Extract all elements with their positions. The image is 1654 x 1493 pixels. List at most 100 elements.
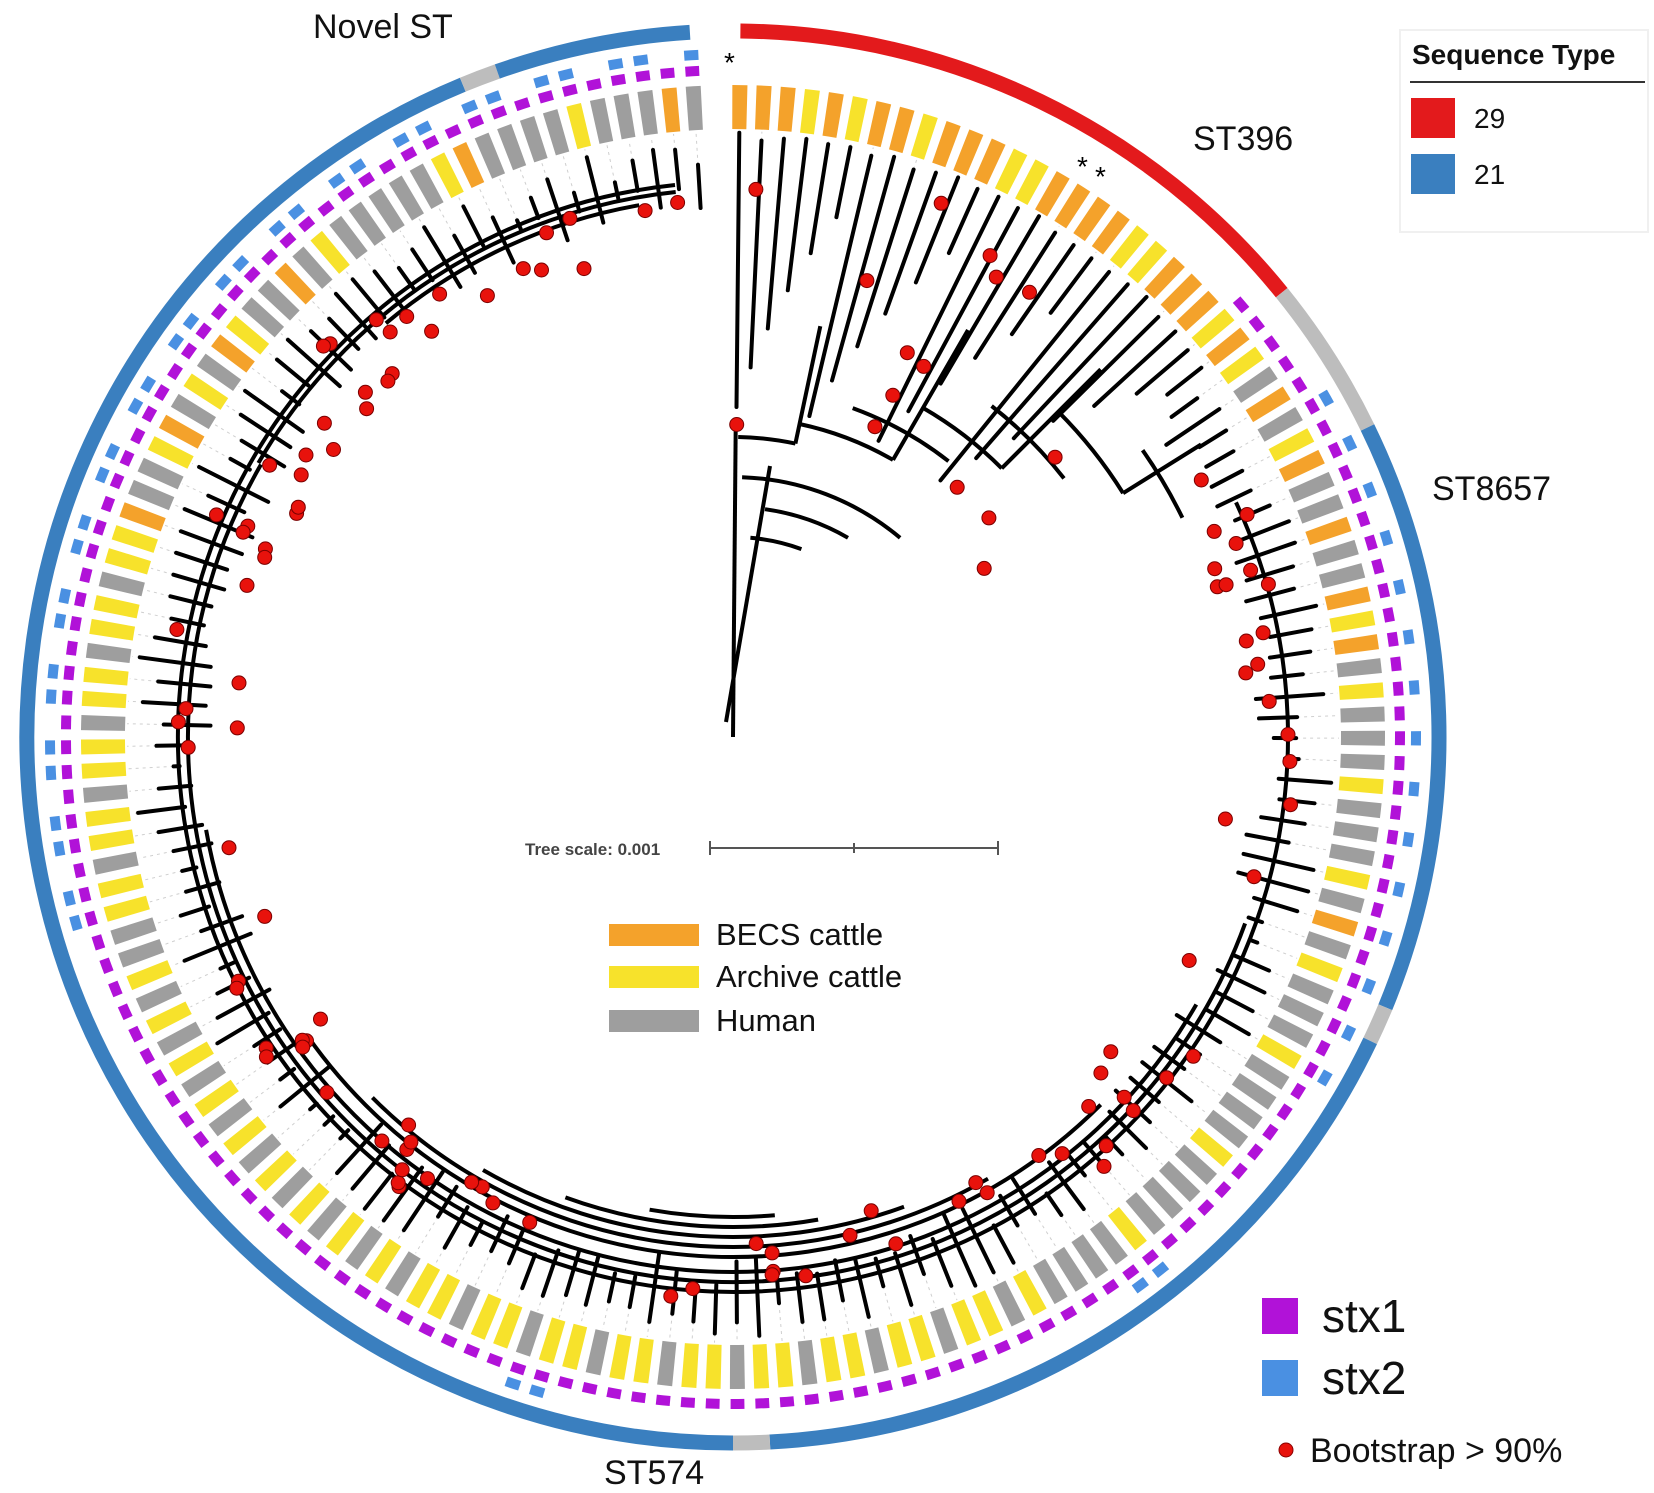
leaf-branch (855, 167, 916, 349)
stx2-mark (484, 90, 502, 105)
guide-line (673, 133, 676, 150)
host-bar (1288, 471, 1335, 503)
stx1-mark (680, 1397, 696, 1408)
leaf-branch (136, 804, 188, 815)
guide-line (495, 1263, 510, 1295)
leaf-branch (184, 880, 222, 894)
bootstrap-node (576, 261, 592, 277)
host-bar (972, 1290, 1004, 1337)
stx1-mark (195, 322, 212, 340)
stx1-mark (1315, 1039, 1331, 1057)
host-bar (951, 1299, 982, 1346)
host-bar (637, 89, 658, 136)
bootstrap-node (1022, 284, 1037, 300)
host-bar (542, 109, 570, 156)
host-legend: BECS cattle Archive cattle Human (609, 917, 902, 1038)
bootstrap-node (262, 457, 278, 473)
stx2-mark (58, 588, 72, 604)
bootstrap-node (231, 675, 247, 691)
stx1-mark (1262, 1123, 1279, 1141)
leaf-branch (1244, 564, 1295, 583)
guide-line (624, 1306, 631, 1334)
host-bar (409, 163, 444, 210)
host-bar (1329, 610, 1376, 633)
clade-arc (1140, 449, 1185, 519)
stx1-mark (630, 1391, 647, 1404)
stx1-mark (1122, 1264, 1140, 1281)
st-ring-segment (732, 1434, 771, 1451)
bootstrap-node (1283, 797, 1298, 813)
host-bar (118, 938, 165, 968)
host-bar (1233, 366, 1278, 403)
host-bar (1328, 843, 1375, 867)
stx1-mark (85, 543, 100, 560)
stx1-mark (1363, 925, 1378, 942)
stx1-mark (1231, 1162, 1248, 1180)
host-bar (448, 1284, 481, 1331)
stx2-mark (504, 1376, 522, 1391)
stx1-mark (227, 284, 244, 302)
bootstrap-node (319, 1085, 335, 1100)
bootstrap-node (170, 714, 186, 730)
host-bar (752, 1344, 770, 1389)
host-bar (89, 618, 136, 641)
host-bar (427, 1273, 461, 1320)
guide-line (1298, 758, 1339, 762)
leaf-branch (1092, 329, 1178, 408)
stx1-mark (440, 1333, 458, 1349)
leaf-branch (765, 136, 786, 331)
leaf-branch (442, 1205, 470, 1250)
guide-line (1304, 823, 1333, 829)
stx2-mark (414, 120, 433, 136)
host-bar (194, 1079, 239, 1117)
stx1-mark (685, 65, 700, 77)
guide-line (139, 611, 172, 620)
host-bar (348, 201, 386, 246)
leaf-branch (215, 1010, 271, 1046)
stx2-mark (683, 49, 699, 61)
host-bar (292, 246, 333, 289)
host-bar (1287, 973, 1334, 1005)
stx1-mark (79, 567, 93, 584)
host-bar (92, 851, 139, 875)
leaf-branch (785, 137, 809, 293)
host-bar (1107, 1206, 1147, 1251)
host-bar (1340, 706, 1385, 723)
label-novel-st: Novel ST (313, 8, 453, 46)
host-bar (1160, 273, 1203, 315)
stx2-mark (1402, 831, 1415, 848)
guide-line (1183, 1068, 1222, 1097)
stx1-mark (1370, 901, 1384, 918)
guide-line (1225, 416, 1248, 431)
host-bar (910, 113, 938, 160)
stx1-mark (1303, 1061, 1319, 1079)
host-bar (609, 1333, 632, 1380)
guide-line (1199, 1054, 1235, 1079)
host-bar (1158, 1160, 1201, 1203)
stx1-mark (164, 1090, 181, 1108)
host-bar (1189, 1127, 1233, 1167)
bootstrap-node (1185, 1048, 1201, 1064)
host-bar (211, 334, 255, 373)
guide-line (149, 891, 187, 903)
guide-line (950, 1285, 958, 1301)
asterisk-marker: * (1095, 161, 1106, 192)
gene-legend: stx1 stx2 (1262, 1290, 1406, 1404)
bootstrap-node (390, 1175, 406, 1191)
guide-line (580, 1304, 587, 1324)
host-bar (119, 502, 166, 532)
leaf-branch (938, 214, 1041, 386)
stx1-mark (294, 1238, 312, 1256)
stx1-mark (1381, 853, 1395, 870)
bootstrap-node (885, 387, 901, 403)
stx2-mark (1340, 1024, 1357, 1042)
backbone-arc (176, 183, 1290, 1294)
guide-line (778, 1303, 783, 1342)
bootstrap-node (229, 980, 245, 996)
stx2-mark (1408, 680, 1420, 695)
bootstrap-node (515, 261, 531, 277)
leaf-branch (1234, 540, 1297, 565)
legend-label-stx1: stx1 (1322, 1290, 1406, 1342)
backbone-arc (204, 829, 1199, 1274)
bootstrap-node (424, 323, 440, 339)
